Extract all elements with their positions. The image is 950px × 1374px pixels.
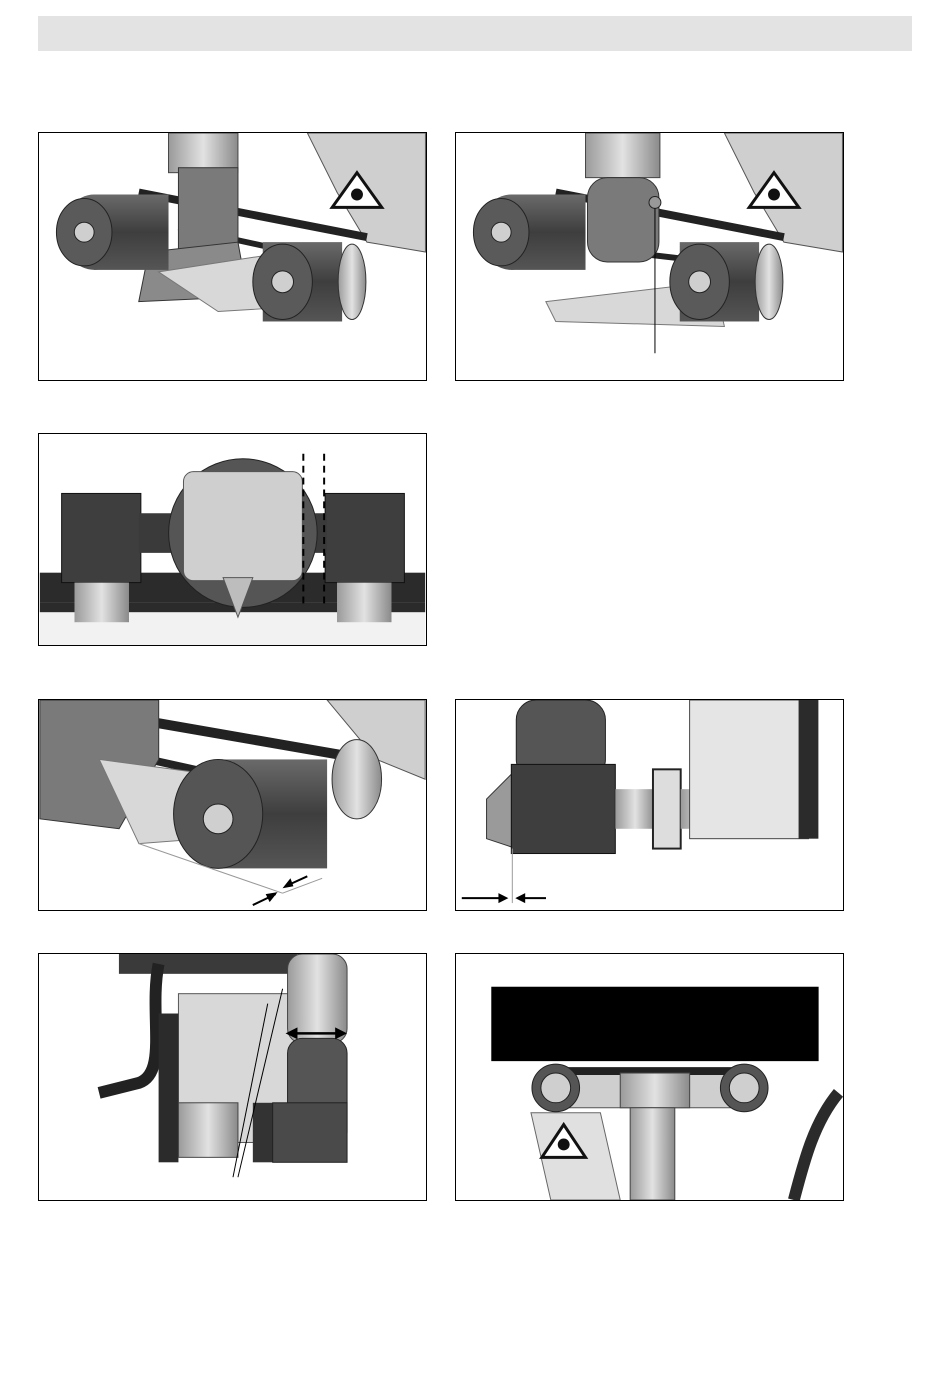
- welder-front-pointer-illustration: [456, 133, 843, 380]
- figure-welder-top-view: [38, 433, 427, 646]
- dimension-arrows-icon: [253, 876, 307, 905]
- figure-roller-closeup: [38, 699, 427, 911]
- figure-welder-rear-view: [455, 953, 844, 1201]
- figure-welder-side-double-arrow: [38, 953, 427, 1201]
- welder-side-illustration: [39, 954, 426, 1200]
- figure-roller-side: [455, 699, 844, 911]
- roller-side-illustration: [456, 700, 843, 910]
- header-bar: [38, 16, 912, 51]
- roller-closeup-illustration: [39, 700, 426, 910]
- welder-top-illustration: [39, 434, 426, 645]
- welder-front-illustration: [39, 133, 426, 380]
- figure-welder-front-nozzle: [38, 132, 427, 381]
- figure-welder-front-pointer: [455, 132, 844, 381]
- redaction-block: [491, 987, 818, 1061]
- dimension-arrows-icon: [462, 893, 546, 903]
- welder-rear-illustration: [456, 954, 843, 1200]
